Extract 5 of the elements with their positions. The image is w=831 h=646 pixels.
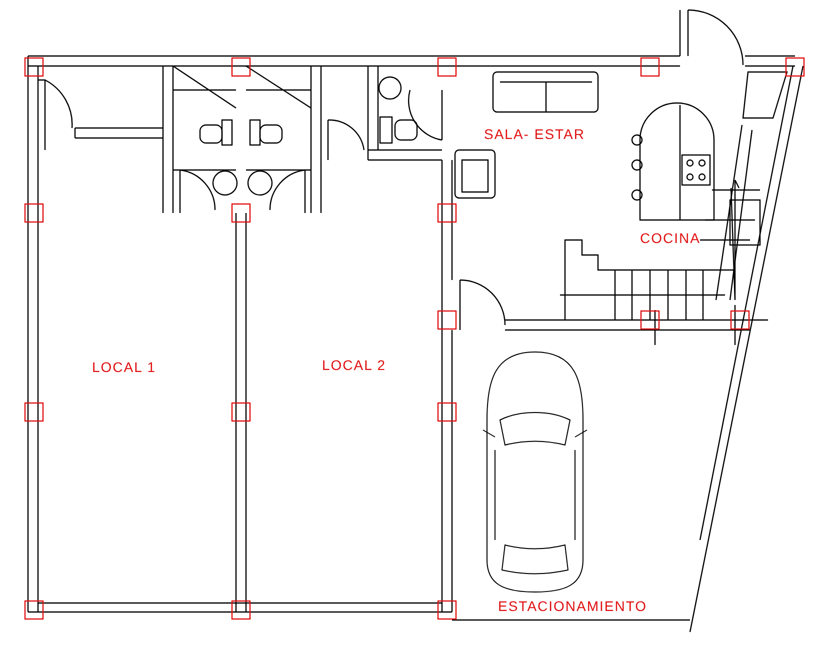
room-label: LOCAL 1	[92, 359, 156, 375]
room-label: COCINA	[640, 230, 700, 246]
room-label: SALA- ESTAR	[484, 126, 585, 142]
room-label: ESTACIONAMIENTO	[498, 598, 648, 614]
room-label: LOCAL 2	[322, 357, 386, 373]
